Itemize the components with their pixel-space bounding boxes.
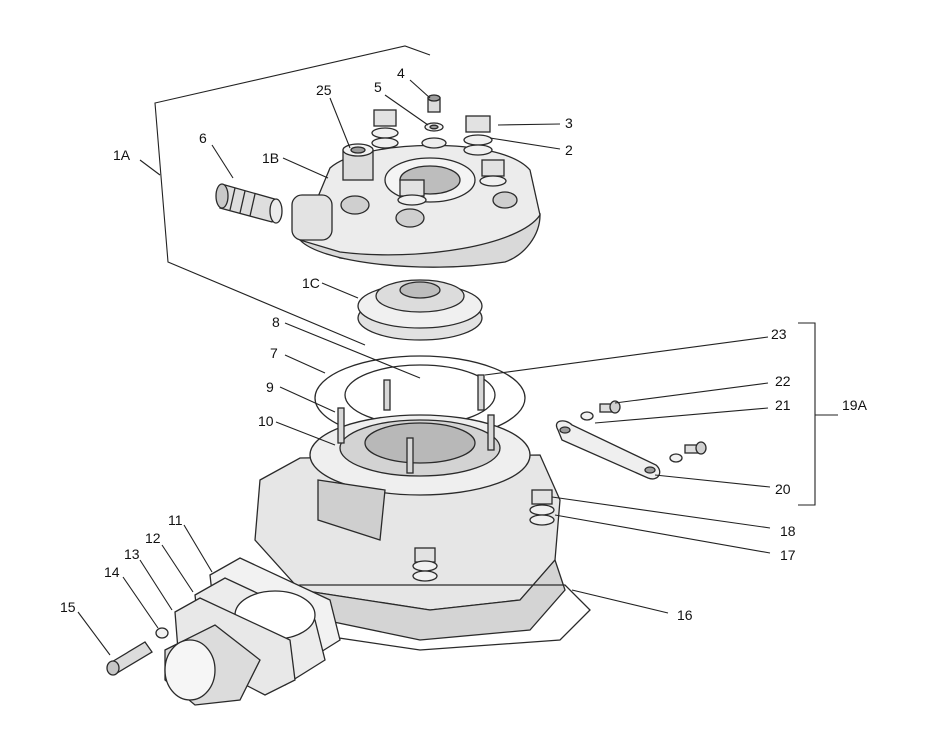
washer-5: [424, 122, 444, 132]
side-nut-right: [529, 489, 555, 526]
bracket-1A: [154, 45, 431, 346]
head-nut-side: [479, 159, 507, 187]
combustion-dome: [357, 279, 483, 341]
label-20: 20: [775, 481, 791, 497]
label-1C: 1C: [302, 275, 320, 291]
bracket-19A: [798, 322, 816, 506]
label-4: 4: [397, 65, 405, 81]
bolt-4: [427, 94, 441, 113]
leader-lines: [77, 79, 771, 656]
label-15: 15: [60, 599, 76, 615]
label-19A: 19A: [842, 397, 868, 413]
callout-labels: 1A 1B 1C 2 3 4 5 6 7 8 9 10 11 12 13 14 …: [60, 65, 868, 623]
exhaust-flange: [164, 597, 296, 706]
label-9: 9: [266, 379, 274, 395]
label-1B: 1B: [262, 150, 279, 166]
head-nut-left: [371, 109, 399, 149]
bracket-plate: [555, 420, 661, 480]
label-10: 10: [258, 413, 274, 429]
label-1A: 1A: [113, 147, 131, 163]
label-25: 25: [316, 82, 332, 98]
washer-21-a: [580, 411, 594, 421]
washer-21-b: [669, 453, 683, 463]
bolt-22-b: [684, 441, 707, 455]
washer-14: [155, 627, 169, 639]
bolt-15: [106, 641, 153, 676]
head-nut-front: [397, 179, 427, 206]
label-13: 13: [124, 546, 140, 562]
label-7: 7: [270, 345, 278, 361]
label-6: 6: [199, 130, 207, 146]
label-18: 18: [780, 523, 796, 539]
label-21: 21: [775, 397, 791, 413]
label-3: 3: [565, 115, 573, 131]
label-23: 23: [771, 326, 787, 342]
bolt-22-a: [599, 400, 621, 414]
label-11: 11: [168, 512, 183, 528]
water-fitting: [215, 183, 283, 224]
label-5: 5: [374, 79, 382, 95]
label-2: 2: [565, 142, 573, 158]
cylinder-studs: [337, 374, 495, 474]
seal-ring: [421, 137, 447, 149]
leader-1A: [139, 159, 161, 176]
label-14: 14: [104, 564, 120, 580]
label-16: 16: [677, 607, 693, 623]
side-nut-left: [412, 547, 438, 582]
head-nut-right: [463, 115, 493, 156]
label-8: 8: [272, 314, 280, 330]
label-22: 22: [775, 373, 791, 389]
label-12: 12: [145, 530, 161, 546]
cylinder-body: [254, 414, 566, 641]
label-17: 17: [780, 547, 796, 563]
spark-plug-insert: [342, 143, 374, 181]
